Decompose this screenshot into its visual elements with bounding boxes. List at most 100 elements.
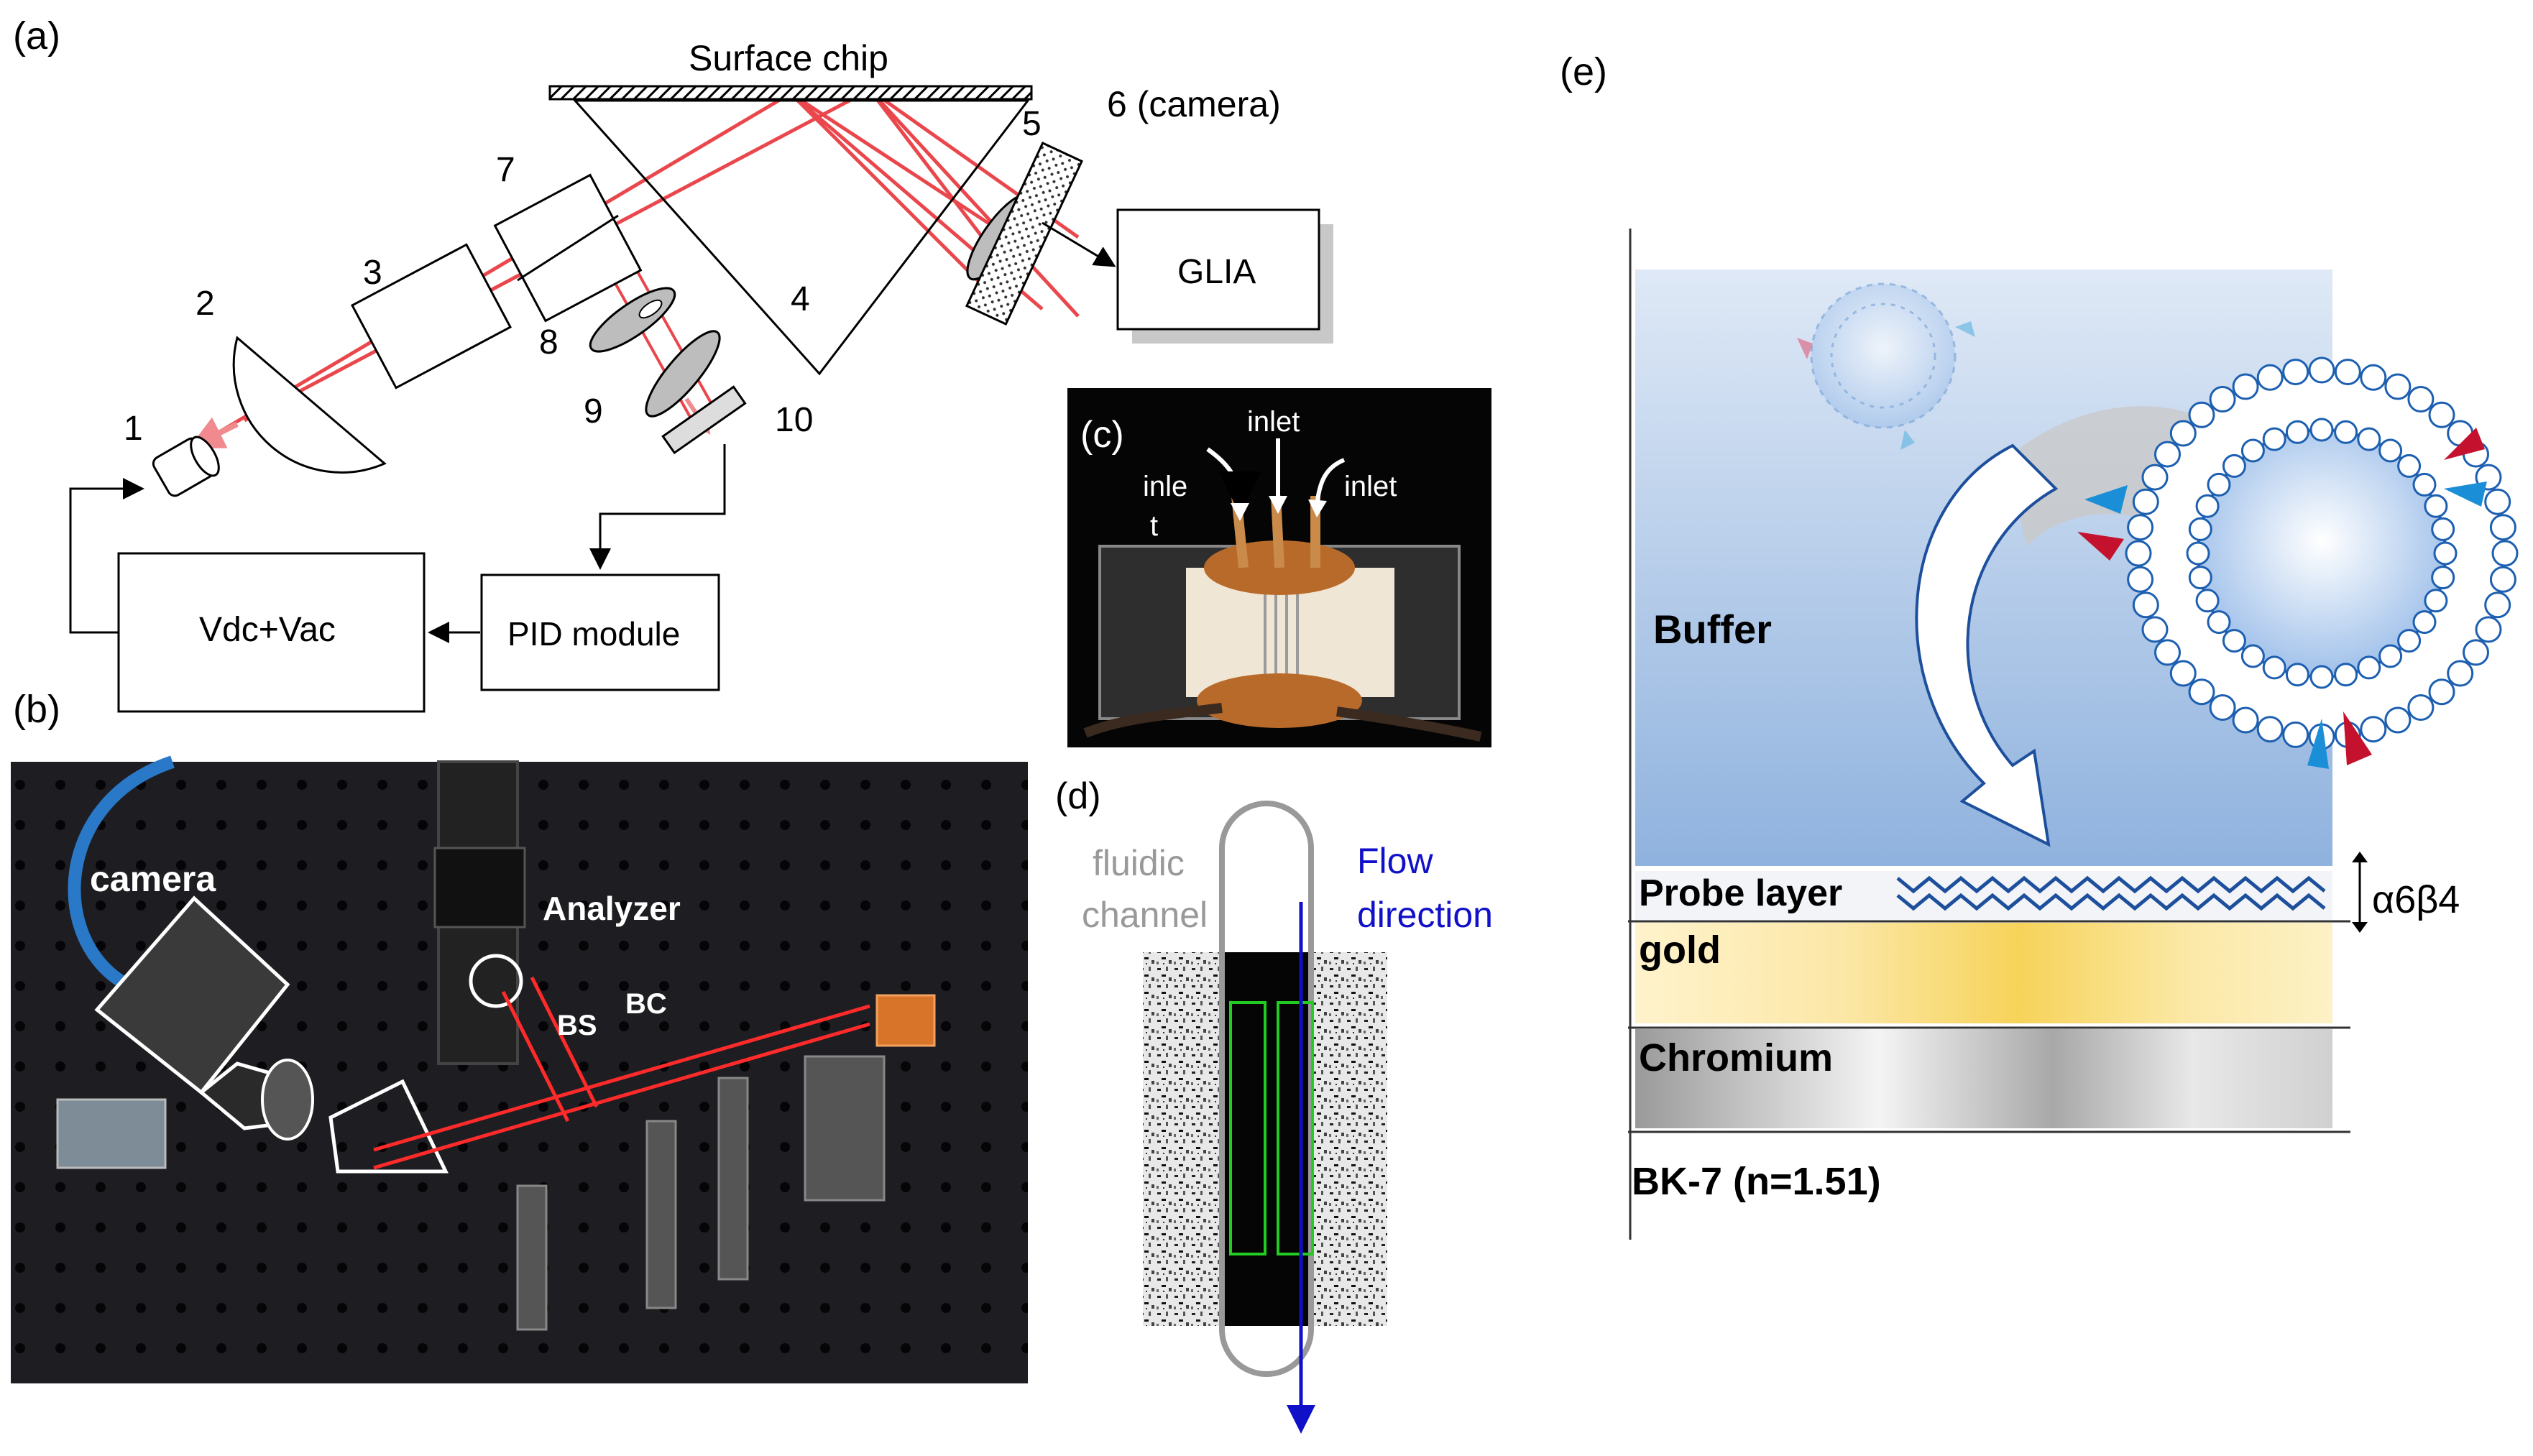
- lipid-head: [2195, 494, 2220, 518]
- lipid-head: [2154, 639, 2181, 666]
- lipid-head: [2407, 386, 2435, 413]
- panel-c: (c) inle t inlet inlet: [1067, 388, 1491, 747]
- fluidic-text-1: fluidic: [1093, 843, 1185, 883]
- cuvette: [56, 1098, 167, 1169]
- panel-b: (b) camera Analyzer BS BC: [11, 688, 1028, 1383]
- fluidic-text-2: channel: [1082, 895, 1208, 935]
- gold-label: gold: [1639, 929, 1721, 972]
- lipid-head: [2209, 694, 2236, 721]
- beam-splitter-7: [493, 173, 643, 323]
- lipid-head: [2407, 694, 2435, 721]
- laser-beams: [207, 88, 1080, 441]
- orange-mount: [875, 994, 936, 1047]
- lipid-head: [2256, 364, 2284, 391]
- probe-zigzag: [1896, 875, 2326, 911]
- surface-chip: [548, 85, 1033, 101]
- pid-label: PID module: [507, 615, 680, 653]
- alpha-beta-label: α6β4: [2372, 878, 2460, 921]
- camera-photo-label: camera: [90, 859, 216, 899]
- channel-dark: [1222, 952, 1312, 1326]
- fluidic-channel-outline: [1219, 801, 1314, 1377]
- prism-outline: [328, 1079, 449, 1174]
- lipid-head: [2447, 660, 2474, 687]
- lipid-head: [2188, 678, 2215, 706]
- inlet-arrowhead-2: [1269, 496, 1287, 514]
- inlet-arrows: [1206, 438, 1346, 515]
- lipid-head: [2262, 655, 2286, 680]
- glia-box: [1116, 208, 1320, 331]
- label-7: 7: [496, 151, 515, 189]
- lipid-head: [2431, 566, 2455, 590]
- vdc-vac-box: [117, 552, 426, 713]
- lipid-head: [2127, 514, 2154, 541]
- lipid-head: [2285, 420, 2309, 444]
- lipid-head: [2357, 427, 2381, 451]
- lipid-head: [2195, 589, 2220, 613]
- lipid-head: [2378, 438, 2403, 463]
- label-10: 10: [775, 401, 813, 439]
- lipid-head: [2484, 488, 2511, 515]
- lipid-head: [2334, 663, 2358, 687]
- lipid-head: [2484, 591, 2511, 619]
- surface-chip-label: Surface chip: [689, 38, 888, 78]
- lipid-head: [2397, 629, 2422, 653]
- vdc-vac-label: Vdc+Vac: [199, 611, 336, 649]
- lipid-head: [2240, 438, 2265, 463]
- lipid-head: [2384, 373, 2412, 400]
- chromium-layer: [1635, 1029, 2332, 1128]
- label-3: 3: [363, 254, 382, 292]
- lipid-head: [2431, 517, 2455, 541]
- panel-d: (d) fluidic channel Flow direction: [1055, 775, 1493, 1434]
- lipid-head: [2209, 386, 2236, 413]
- glia-label: GLIA: [1177, 253, 1256, 291]
- bk7-label: BK-7 (n=1.51): [1632, 1160, 1881, 1203]
- component-3: [350, 243, 512, 390]
- flow-text-1: Flow: [1357, 841, 1433, 881]
- lipid-head: [2424, 494, 2448, 518]
- lipid-head: [2360, 716, 2387, 743]
- pid-box: [480, 573, 720, 691]
- lipid-head: [2282, 359, 2309, 386]
- lipid-head: [2188, 517, 2212, 541]
- lipid-head: [2207, 472, 2231, 497]
- lipid-head: [2489, 514, 2516, 541]
- lens-2: [232, 336, 387, 474]
- lipid-head: [2154, 441, 2181, 468]
- probe-thickness-top: [2352, 852, 2368, 862]
- bc-label: BC: [625, 988, 667, 1020]
- lipid-head: [2424, 589, 2448, 613]
- lipid-head: [2334, 359, 2361, 386]
- analyzer-box: [433, 847, 526, 929]
- label-2: 2: [196, 285, 215, 323]
- lipid-head: [2433, 541, 2458, 566]
- lipid-head: [2428, 401, 2455, 428]
- analyzer-circle: [469, 954, 523, 1008]
- label-5: 5: [1022, 105, 1042, 143]
- lipid-head: [2309, 418, 2334, 442]
- lipid-head: [2475, 616, 2502, 643]
- bottom-glue: [1197, 673, 1362, 728]
- lipid-head: [2256, 716, 2284, 743]
- lipid-head: [2412, 610, 2437, 635]
- camera-outline: [94, 895, 314, 1141]
- bs-label: BS: [557, 1010, 597, 1041]
- lipid-head: [2412, 472, 2437, 497]
- lipid-head: [2207, 610, 2231, 635]
- binding-arrow: [1915, 443, 2059, 847]
- lens-8-hole: [638, 299, 663, 319]
- lipid-head: [2232, 706, 2259, 734]
- analyzer-label: Analyzer: [543, 890, 681, 927]
- lipid-head: [2222, 629, 2246, 653]
- lipid-head: [2428, 678, 2455, 706]
- lipid-head: [2188, 566, 2212, 590]
- lipid-head: [2188, 401, 2215, 428]
- lipid-head: [2334, 420, 2358, 444]
- inlet-left-2: t: [1150, 510, 1158, 542]
- blue-fiber: [68, 755, 175, 998]
- lipid-head: [2360, 364, 2387, 391]
- lipid-head: [2357, 655, 2381, 680]
- lipid-head: [2378, 644, 2403, 668]
- inlet-left-1: inle: [1143, 471, 1187, 502]
- lipid-head: [2240, 644, 2265, 668]
